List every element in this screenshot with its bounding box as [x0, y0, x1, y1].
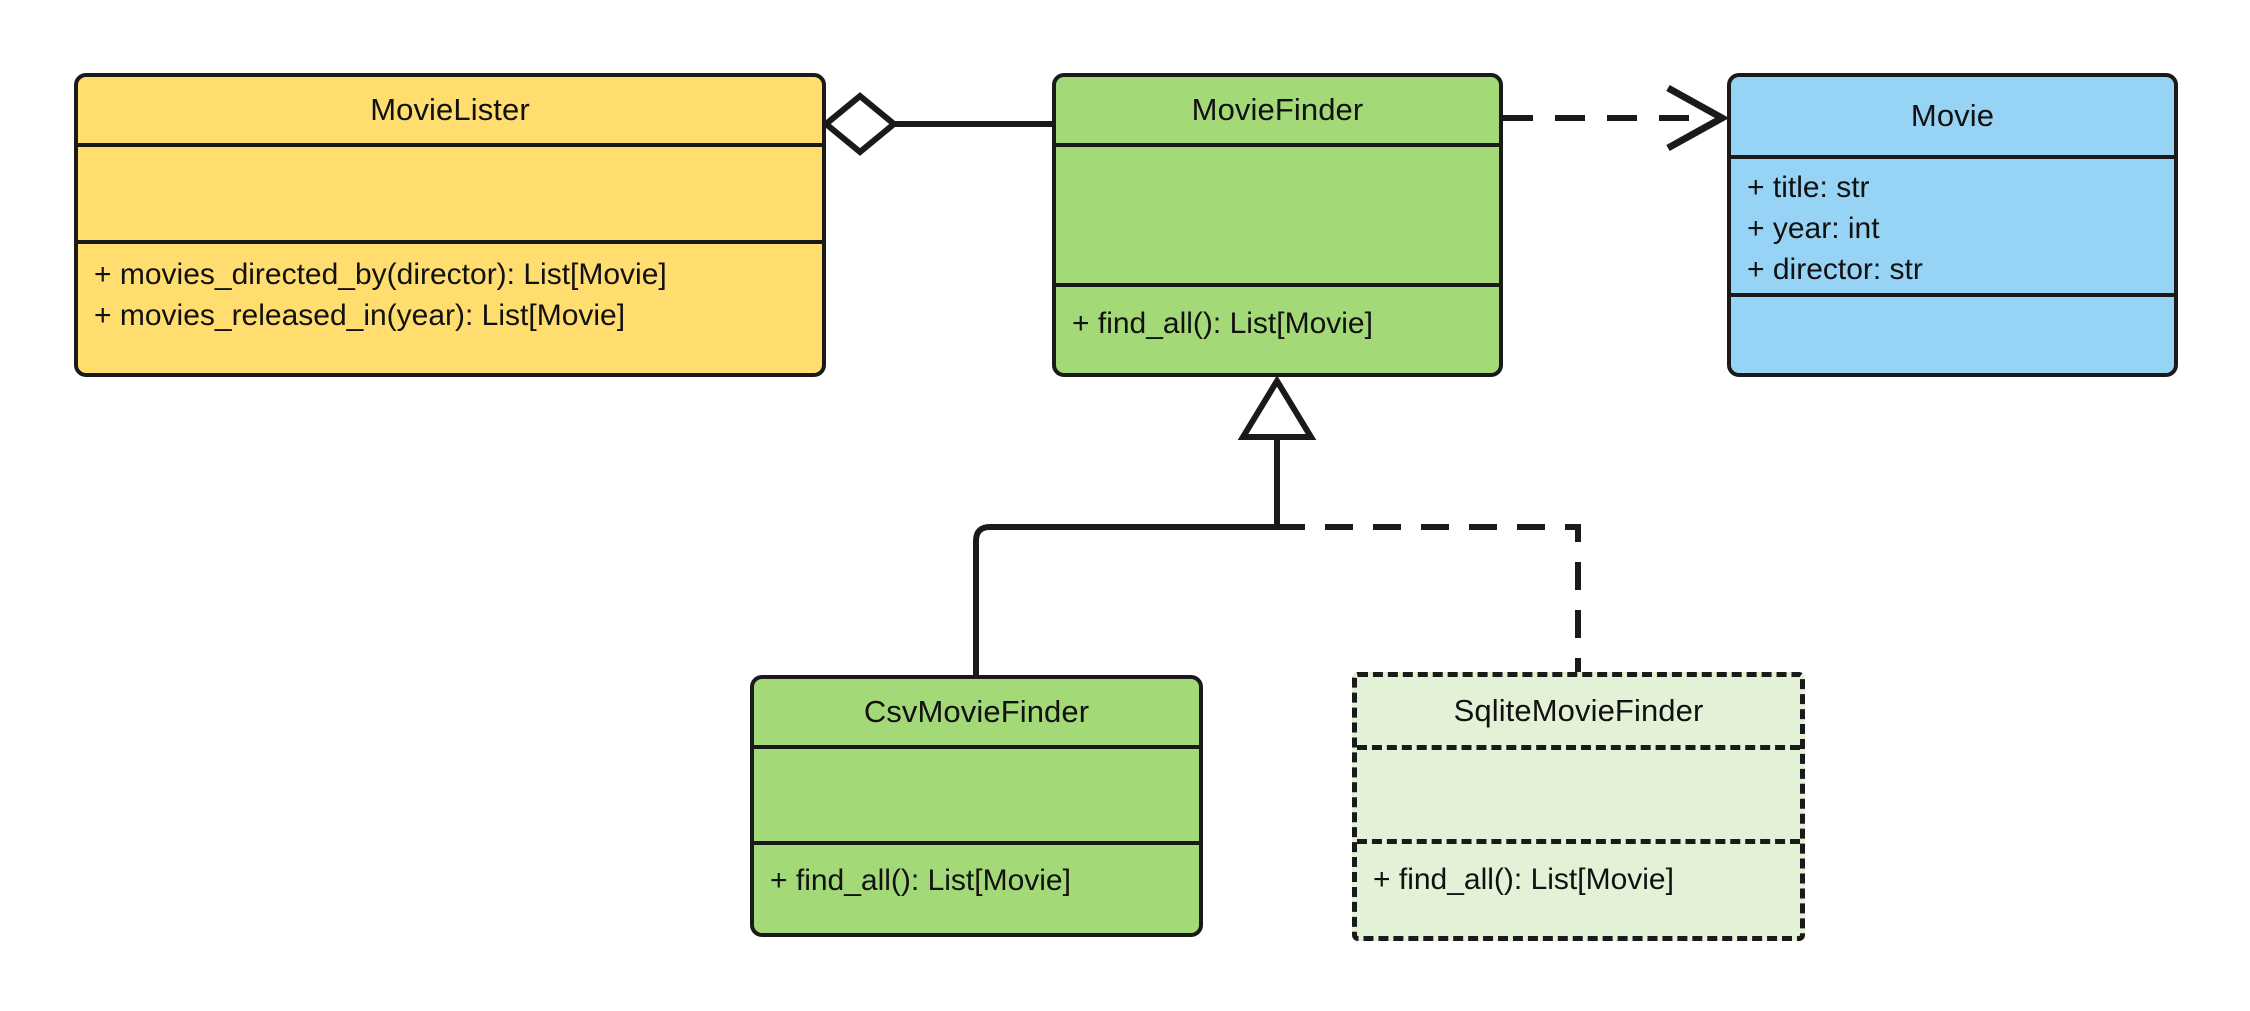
class-name-sqlite-movie-finder: SqliteMovieFinder — [1453, 693, 1704, 728]
methods-compartment-csv-movie-finder: + find_all(): List[Movie] — [754, 841, 1199, 933]
edge-realization-sqlite — [1277, 524, 1581, 672]
methods-compartment-movie-lister: + movies_directed_by(director): List[Mov… — [78, 240, 822, 373]
attributes-compartment-movie-lister — [78, 143, 822, 240]
class-box-csv-movie-finder[interactable]: CsvMovieFinder + find_all(): List[Movie] — [750, 675, 1203, 937]
hollow-diamond-icon — [821, 92, 899, 156]
methods-compartment-movie-finder: + find_all(): List[Movie] — [1056, 283, 1499, 373]
class-name-movie-finder: MovieFinder — [1191, 92, 1364, 127]
csv-generalization-line — [973, 524, 1277, 675]
attributes-compartment-movie-finder — [1056, 143, 1499, 283]
edge-aggregation-lister-finder — [821, 92, 1052, 156]
class-name-movie-lister: MovieLister — [370, 92, 530, 127]
attributes-compartment-sqlite-movie-finder — [1357, 745, 1800, 839]
class-box-movie[interactable]: Movie + title: str + year: int + directo… — [1727, 73, 2178, 377]
attributes-compartment-movie: + title: str + year: int + director: str — [1731, 155, 2174, 293]
edge-generalization-stem — [1237, 375, 1317, 527]
method-row: + find_all(): List[Movie] — [1072, 307, 1373, 340]
edge-generalization-csv — [973, 524, 1277, 675]
sqlite-realization-line — [1277, 524, 1581, 672]
class-name-movie: Movie — [1910, 98, 1995, 133]
hollow-triangle-icon — [1237, 375, 1317, 440]
class-box-movie-lister[interactable]: MovieLister + movies_directed_by(directo… — [74, 73, 826, 377]
attribute-row: + title: str — [1747, 171, 1870, 204]
attribute-row: + director: str — [1747, 253, 1923, 286]
open-arrow-icon — [1666, 84, 1730, 152]
method-row: + movies_directed_by(director): List[Mov… — [94, 258, 667, 291]
edge-dependency-finder-movie — [1503, 84, 1730, 152]
class-box-sqlite-movie-finder[interactable]: SqliteMovieFinder + find_all(): List[Mov… — [1352, 672, 1805, 941]
attributes-compartment-csv-movie-finder — [754, 745, 1199, 841]
attribute-row: + year: int — [1747, 212, 1880, 245]
methods-compartment-movie — [1731, 293, 2174, 373]
class-name-csv-movie-finder: CsvMovieFinder — [863, 694, 1090, 729]
method-row: + find_all(): List[Movie] — [1373, 863, 1674, 896]
method-row: + movies_released_in(year): List[Movie] — [94, 299, 626, 332]
class-box-movie-finder[interactable]: MovieFinder + find_all(): List[Movie] — [1052, 73, 1503, 377]
method-row: + find_all(): List[Movie] — [770, 864, 1071, 897]
methods-compartment-sqlite-movie-finder: + find_all(): List[Movie] — [1357, 839, 1800, 936]
